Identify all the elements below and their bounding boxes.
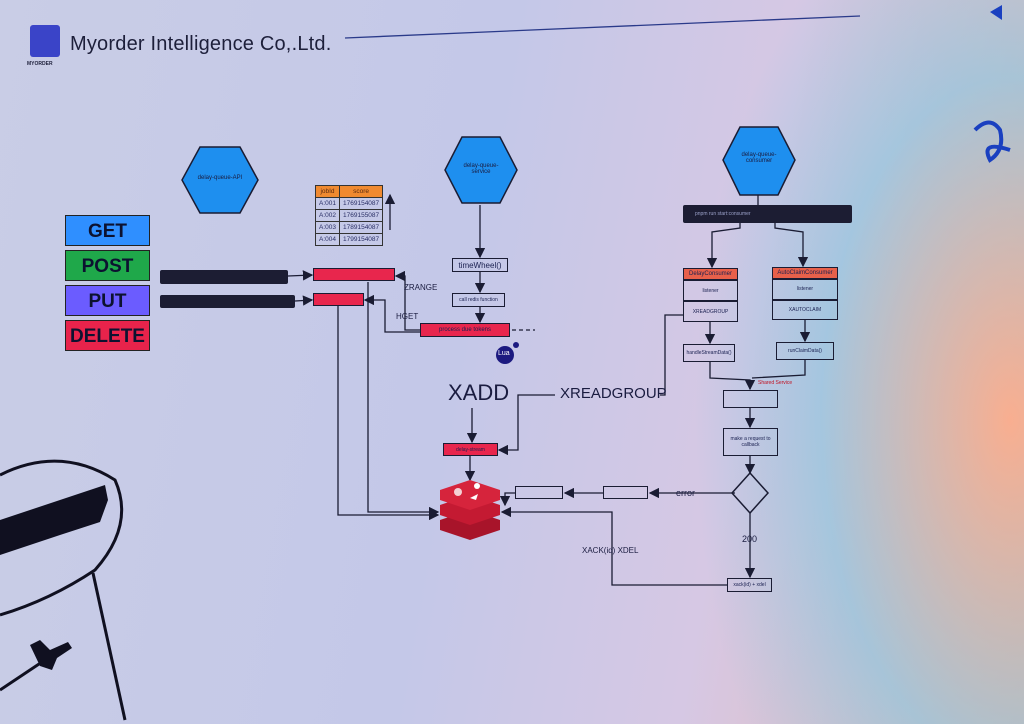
call-redis-node: call redis function — [452, 293, 505, 307]
handle-stream-node: handleStreamData() — [683, 344, 735, 362]
xack-label: XACK(id) XDEL — [582, 546, 639, 555]
decision-diamond — [730, 471, 770, 515]
retry-box-2 — [603, 486, 648, 499]
shared-service-label: Shared Service — [758, 380, 793, 386]
company-title: Myorder Intelligence Co,.Ltd. — [70, 33, 332, 55]
ok-200-label: 200 — [742, 534, 758, 544]
run-claim-node: runClaimData() — [776, 342, 834, 360]
pointing-hand — [30, 640, 72, 670]
zrange-label: ZRANGE — [404, 283, 438, 292]
method-post: POST — [65, 250, 150, 281]
delay-consumer-title: DelayConsumer — [684, 269, 737, 281]
pen-scribble-icon — [973, 120, 1011, 163]
xack-node: xack(id) + xdel — [727, 578, 772, 592]
process-due-node: process due tokens — [420, 323, 510, 337]
hset-box — [313, 293, 364, 306]
redis-icon — [440, 480, 500, 540]
hex-service-label: delay-queue-service — [463, 163, 499, 175]
hex-api-label: delay-queue-API — [197, 175, 243, 181]
method-put: PUT — [65, 285, 150, 316]
retry-box-1 — [515, 486, 563, 499]
api-code-bar-1 — [160, 270, 288, 284]
method-delete: DELETE — [65, 320, 150, 351]
delay-consumer-node: DelayConsumer listener XREADGROUP — [683, 268, 738, 322]
error-label: error — [676, 488, 696, 498]
lua-label: Lua — [498, 350, 510, 357]
delay-stream-node: delay-stream — [443, 443, 498, 456]
hget-label: HGET — [396, 312, 419, 321]
col-jobid: jobId — [315, 185, 340, 198]
autoclaim-xautoclaim: XAUTOCLAIM — [788, 306, 822, 313]
start-consumer-bar: pnpm run start:consumer — [683, 205, 852, 223]
api-code-bar-2 — [160, 295, 295, 308]
nav-arrow-icon — [990, 5, 1002, 20]
autoclaim-title: AutoClaimConsumer — [773, 268, 837, 280]
xreadgroup-label: XREADGROUP — [560, 385, 667, 402]
make-request-node: make a request to callback — [723, 428, 778, 456]
autoclaim-listener: listener — [773, 280, 837, 301]
xadd-label: XADD — [448, 380, 510, 405]
zset-box — [313, 268, 395, 281]
delay-xreadgroup: XREADGROUP — [692, 308, 729, 315]
service-hexagons — [181, 126, 796, 515]
autoclaim-consumer-node: AutoClaimConsumer listener XAUTOCLAIM — [772, 267, 838, 320]
hex-consumer-label: delay-queue-consumer — [741, 152, 777, 164]
pixel-sunglasses — [0, 485, 108, 555]
company-logo — [30, 25, 60, 57]
logo-text: MYORDER — [27, 61, 53, 67]
delay-listener: listener — [684, 281, 737, 302]
hexagon-api — [181, 146, 259, 214]
time-wheel-node: timeWheel() — [452, 258, 508, 272]
method-get: GET — [65, 215, 150, 246]
shared-service-node — [723, 390, 778, 408]
lua-icon — [496, 342, 519, 364]
hexagon-service — [444, 136, 518, 204]
hexagon-consumer — [722, 126, 796, 196]
col-score: score — [338, 185, 384, 198]
